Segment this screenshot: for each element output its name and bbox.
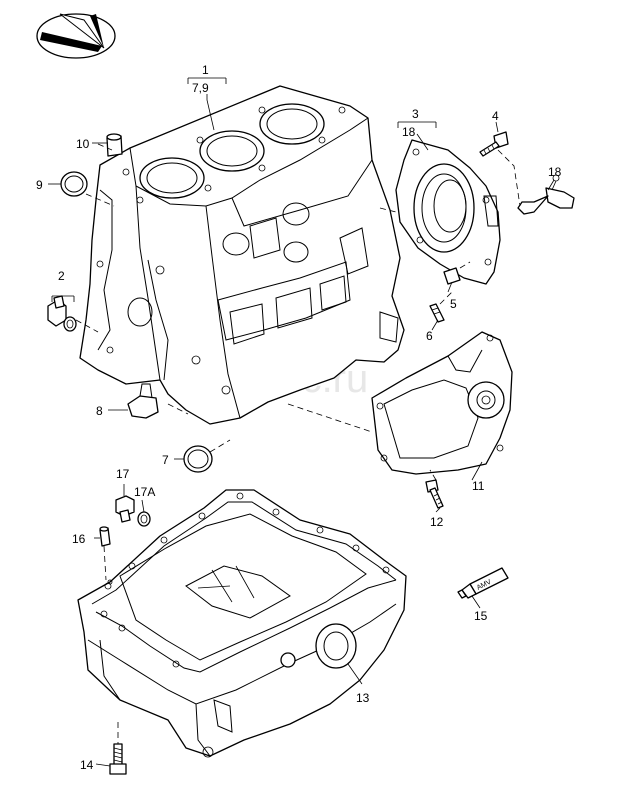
callout-18: 18 (548, 165, 562, 179)
callout-5: 5 (450, 297, 457, 311)
assembly-lines (75, 143, 521, 744)
callout-14: 14 (80, 758, 94, 772)
callout-8: 8 (96, 404, 103, 418)
callout-9: 9 (36, 178, 43, 192)
callout-13: 13 (356, 691, 370, 705)
callout-10: 10 (76, 137, 90, 151)
callout-3: 3 (412, 107, 419, 121)
rear-oil-seal-flange[interactable] (395, 139, 501, 285)
callout-3-sub: 18 (402, 125, 416, 139)
dowel-pin[interactable] (99, 526, 111, 547)
sealing-cap-7[interactable] (183, 445, 213, 473)
callout-4: 4 (492, 109, 499, 123)
engine-block[interactable] (79, 85, 405, 425)
drain-plug[interactable] (115, 495, 135, 523)
callout-11: 11 (472, 479, 485, 493)
oil-pressure-switch[interactable] (47, 295, 77, 332)
callout-2: 2 (58, 269, 65, 283)
flange-bolt[interactable] (479, 131, 509, 157)
front-cover[interactable] (371, 331, 513, 475)
callout-17a: 17A (134, 485, 155, 499)
callout-17: 17 (116, 467, 130, 481)
callout-15: 15 (474, 609, 488, 623)
callout-12: 12 (430, 515, 444, 529)
oil-pan[interactable] (77, 489, 407, 758)
callout-16: 16 (72, 532, 86, 546)
orientation-compass-icon (36, 13, 116, 59)
oil-spray-jet[interactable] (127, 383, 159, 419)
callout-1-sub: 7,9 (192, 81, 209, 95)
callout-7: 7 (162, 453, 169, 467)
callout-6: 6 (426, 329, 433, 343)
stud-pin[interactable] (429, 303, 445, 323)
oil-pan-bolt[interactable] (109, 743, 127, 775)
front-cover-bolt[interactable] (425, 479, 444, 509)
callout-1: 1 (202, 63, 209, 77)
callout-labels: 1 7,9 2 3 18 4 5 6 7 8 9 10 11 12 13 14 … (36, 63, 562, 772)
sealing-cap-9[interactable] (60, 171, 88, 197)
leader-lines (48, 77, 555, 767)
speed-sensor[interactable] (517, 174, 575, 215)
sealant-tube[interactable]: AMV (457, 567, 509, 599)
plug-10[interactable] (106, 133, 123, 157)
sealing-washer[interactable] (137, 511, 151, 527)
dowel-sleeve[interactable] (443, 267, 461, 285)
